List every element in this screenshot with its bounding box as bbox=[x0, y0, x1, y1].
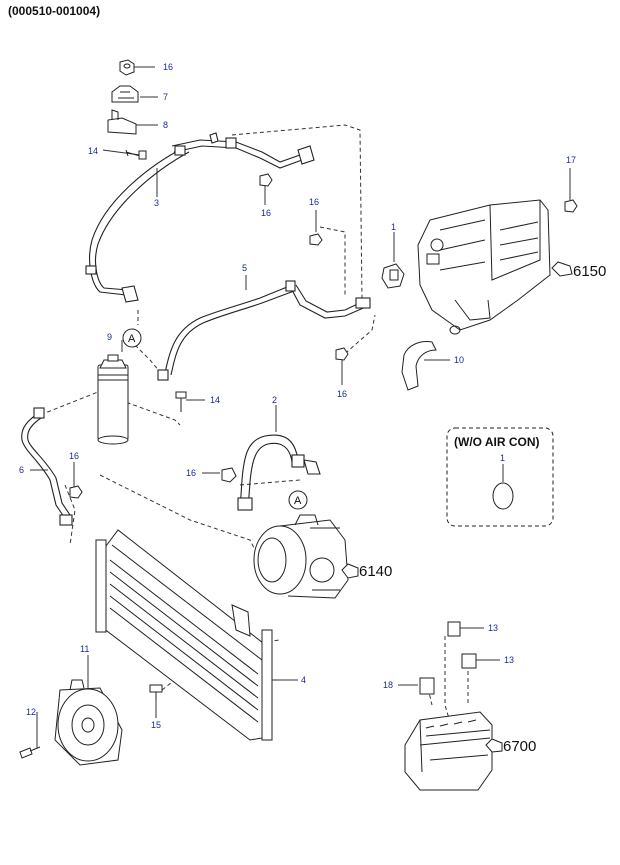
nut-16-hose bbox=[221, 467, 237, 483]
ref-arrow-6150 bbox=[551, 261, 573, 277]
callout-17: 17 bbox=[566, 155, 576, 165]
nut-16-left bbox=[69, 485, 83, 499]
hose-2 bbox=[237, 434, 321, 511]
callout-1-variant: 1 bbox=[500, 453, 505, 463]
expansion-valve-1 bbox=[381, 263, 405, 289]
nut-16-right bbox=[309, 233, 323, 246]
variant-box-label: (W/O AIR CON) bbox=[454, 435, 540, 449]
nut-16-mid bbox=[259, 173, 273, 187]
callout-7: 7 bbox=[163, 92, 168, 102]
bolt-14-upper bbox=[125, 149, 147, 160]
relay-18 bbox=[419, 677, 435, 695]
nut-17 bbox=[564, 199, 578, 213]
drain-hose-10 bbox=[401, 341, 437, 391]
callout-numbers: 16 7 8 14 3 16 16 17 1 5 9 10 16 14 2 6 … bbox=[19, 62, 576, 730]
callout-14-upper: 14 bbox=[88, 146, 98, 156]
callout-3: 3 bbox=[154, 198, 159, 208]
callout-13-upper: 13 bbox=[488, 623, 498, 633]
circle-a-left-label: A bbox=[128, 333, 136, 345]
condenser-4 bbox=[95, 529, 273, 741]
relay-13-lower bbox=[461, 653, 477, 669]
receiver-drier-9 bbox=[97, 354, 129, 445]
callout-16-lower: 16 bbox=[337, 389, 347, 399]
clamp-7 bbox=[111, 85, 139, 103]
pipe-6 bbox=[21, 407, 73, 526]
relay-13-upper bbox=[447, 621, 461, 637]
circle-a-left bbox=[122, 328, 142, 348]
bracket-8 bbox=[107, 109, 137, 135]
callout-9: 9 bbox=[107, 332, 112, 342]
callout-5: 5 bbox=[242, 263, 247, 273]
callout-6: 6 bbox=[19, 465, 24, 475]
callout-16-left: 16 bbox=[69, 451, 79, 461]
ref-6700: 6700 bbox=[503, 738, 536, 755]
ref-6140: 6140 bbox=[359, 563, 392, 580]
nut-16-lower bbox=[335, 347, 349, 361]
callout-10: 10 bbox=[454, 355, 464, 365]
fan-motor-11 bbox=[54, 679, 123, 766]
callout-2: 2 bbox=[272, 395, 277, 405]
pipe-3 bbox=[85, 132, 315, 303]
relay-module bbox=[404, 711, 493, 791]
nut-16-top bbox=[119, 59, 135, 76]
callout-15: 15 bbox=[151, 720, 161, 730]
callout-13-lower: 13 bbox=[504, 655, 514, 665]
bolt-14-lower bbox=[175, 391, 187, 412]
ref-arrow-6700 bbox=[485, 738, 503, 753]
variant-box bbox=[446, 427, 554, 527]
ref-6150: 6150 bbox=[573, 263, 606, 280]
callout-18: 18 bbox=[383, 680, 393, 690]
callout-16-mid: 16 bbox=[261, 208, 271, 218]
bolt-12 bbox=[19, 746, 41, 759]
callout-11: 11 bbox=[80, 644, 89, 654]
compressor bbox=[253, 514, 349, 599]
bolt-15 bbox=[149, 684, 163, 700]
callout-14-lower: 14 bbox=[210, 395, 220, 405]
callout-4: 4 bbox=[301, 675, 306, 685]
callout-16-right: 16 bbox=[309, 197, 319, 207]
circle-a-right bbox=[288, 490, 308, 510]
callout-12: 12 bbox=[26, 707, 36, 717]
pipe-5 bbox=[157, 280, 371, 381]
ref-arrow-6140 bbox=[341, 563, 359, 579]
callout-8: 8 bbox=[163, 120, 168, 130]
callout-leaders bbox=[30, 66, 571, 748]
callout-1-upper: 1 bbox=[391, 222, 396, 232]
evaporator-unit bbox=[417, 199, 551, 335]
circle-a-right-label: A bbox=[294, 495, 302, 507]
diagram-code: (000510-001004) bbox=[8, 4, 101, 18]
callout-16-top: 16 bbox=[163, 62, 173, 72]
callout-16-hose: 16 bbox=[186, 468, 196, 478]
